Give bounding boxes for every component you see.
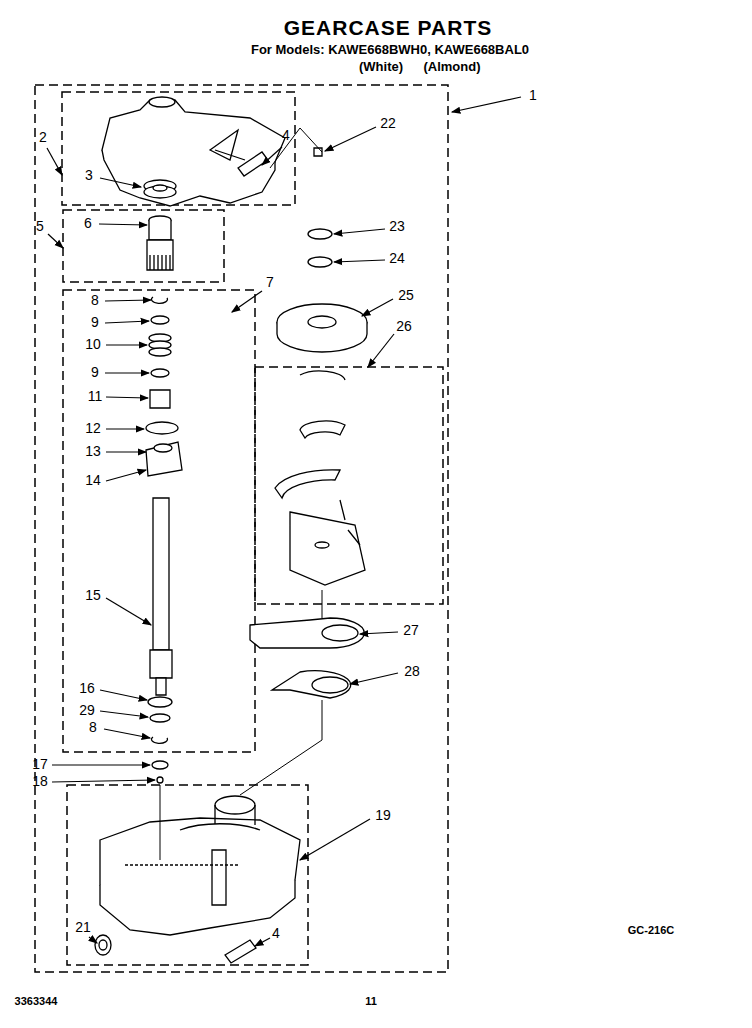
callout-number: 13	[85, 444, 101, 459]
color-name: (Almond)	[423, 60, 480, 74]
callout-number: 22	[380, 116, 396, 131]
callout-number: 10	[85, 337, 101, 352]
callout-number: 28	[404, 664, 420, 679]
callout-number: 2	[39, 130, 47, 145]
callout-number: 4	[282, 128, 290, 143]
page-number: 11	[365, 995, 377, 1007]
callout-number: 3	[85, 168, 93, 183]
callout-number: 17	[32, 757, 48, 772]
callout-number: 8	[89, 720, 97, 735]
callout-number: 27	[403, 623, 419, 638]
callout-number: 14	[85, 473, 101, 488]
callout-number: 6	[84, 216, 92, 231]
drawing-code: GC-216C	[628, 924, 674, 936]
callout-number: 16	[79, 681, 95, 696]
callout-number: 24	[389, 251, 405, 266]
callout-number: 19	[375, 808, 391, 823]
callout-number: 29	[79, 703, 95, 718]
callout-number: 5	[36, 219, 44, 234]
diagram-title: GEARCASE PARTS	[284, 16, 492, 39]
model-list: For Models: KAWE668BWH0, KAWE668BAL0	[251, 43, 529, 57]
callout-number: 21	[75, 920, 91, 935]
callout-number: 7	[266, 275, 274, 290]
callout-number: 11	[88, 389, 103, 404]
callout-number: 9	[91, 315, 99, 330]
callout-number: 15	[85, 588, 101, 603]
color-name: (White)	[359, 60, 403, 74]
callout-number: 4	[272, 926, 280, 941]
callout-number: 26	[396, 319, 412, 334]
callout-number: 25	[398, 288, 414, 303]
callout-number: 8	[91, 293, 99, 308]
callout-number: 9	[91, 365, 99, 380]
document-number: 3363344	[15, 995, 58, 1007]
callout-number: 1	[529, 88, 537, 103]
callout-number: 12	[85, 421, 101, 436]
callout-number: 18	[32, 774, 48, 789]
callout-number: 23	[389, 219, 405, 234]
